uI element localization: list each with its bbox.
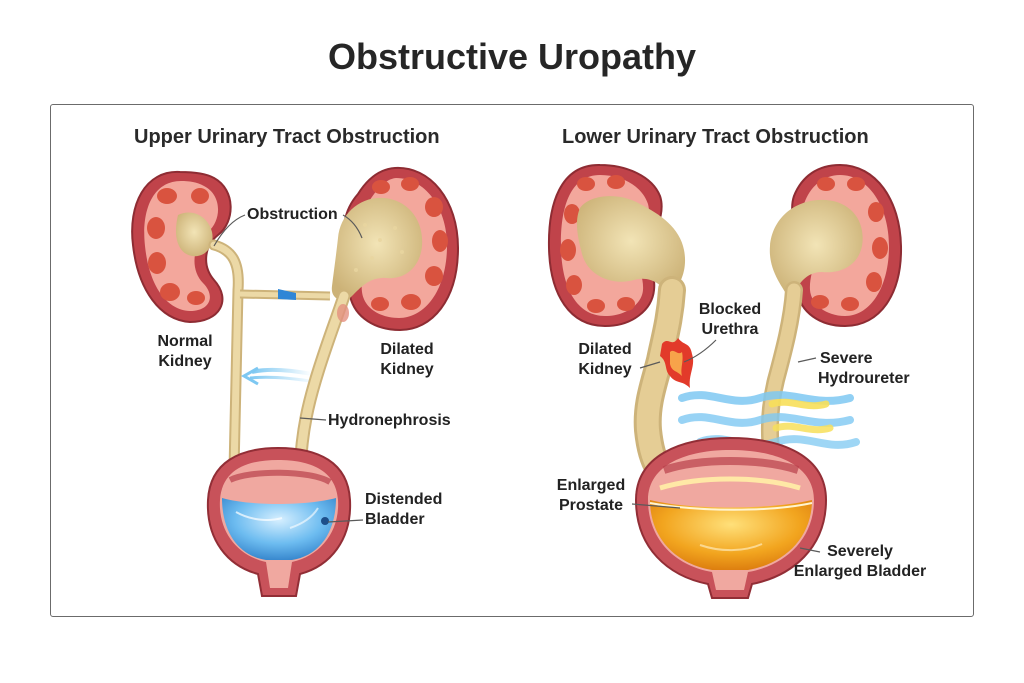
right-kidney-lower [769,163,903,328]
label-obstruction: Obstruction [247,206,338,223]
label-severe-hydroureter-line1: Severe [820,350,873,367]
label-enlarged-prostate-line1: Enlarged [556,477,626,494]
label-enlarged-prostate-line2: Prostate [558,497,624,514]
label-dilated-kidney-lower-line1: Dilated [578,341,632,358]
enlarged-bladder [634,436,828,599]
label-distended-bladder-line1: Distended [365,491,443,508]
label-dilated-kidney-upper-line1: Dilated [380,341,434,358]
label-enlarged-bladder: Severely Enlarged Bladder [790,542,930,582]
label-normal-kidney: Normal Kidney [150,332,220,372]
label-normal-kidney-line1: Normal [157,333,213,350]
label-hydronephrosis: Hydronephrosis [328,412,451,429]
label-blocked-urethra: Blocked Urethra [690,300,770,340]
leader-lines [213,214,821,553]
label-dilated-kidney-lower-line2: Kidney [578,361,632,378]
lower-heading: Lower Urinary Tract Obstruction [562,126,869,148]
renal-pyramids [147,188,209,305]
page-title: Obstructive Uropathy [327,36,697,77]
label-blocked-urethra-line2: Urethra [701,321,759,338]
label-normal-kidney-line2: Kidney [158,353,212,370]
obstruction-point [278,289,296,300]
label-dilated-kidney-lower: Dilated Kidney [568,340,642,380]
urine-flow-arrow [240,366,317,386]
blockage-flame [660,338,694,388]
label-dilated-kidney-upper: Dilated Kidney [370,340,444,380]
label-distended-bladder: Distended Bladder [365,490,442,530]
label-enlarged-bladder-line1: Severely [827,543,893,560]
normal-kidney [131,170,232,324]
label-blocked-urethra-line1: Blocked [698,301,762,318]
label-severe-hydroureter-line2: Hydroureter [818,370,910,387]
dilated-kidney-lower [547,163,686,328]
label-distended-bladder-line2: Bladder [365,511,425,528]
label-enlarged-prostate: Enlarged Prostate [548,476,634,516]
label-dilated-kidney-upper-line2: Kidney [380,361,434,378]
distended-bladder [206,446,352,597]
upper-heading: Upper Urinary Tract Obstruction [134,126,440,148]
label-enlarged-bladder-line2: Enlarged Bladder [793,563,927,580]
dilated-kidney-upper [331,166,460,332]
label-severe-hydroureter: Severe Hydroureter [818,349,910,389]
